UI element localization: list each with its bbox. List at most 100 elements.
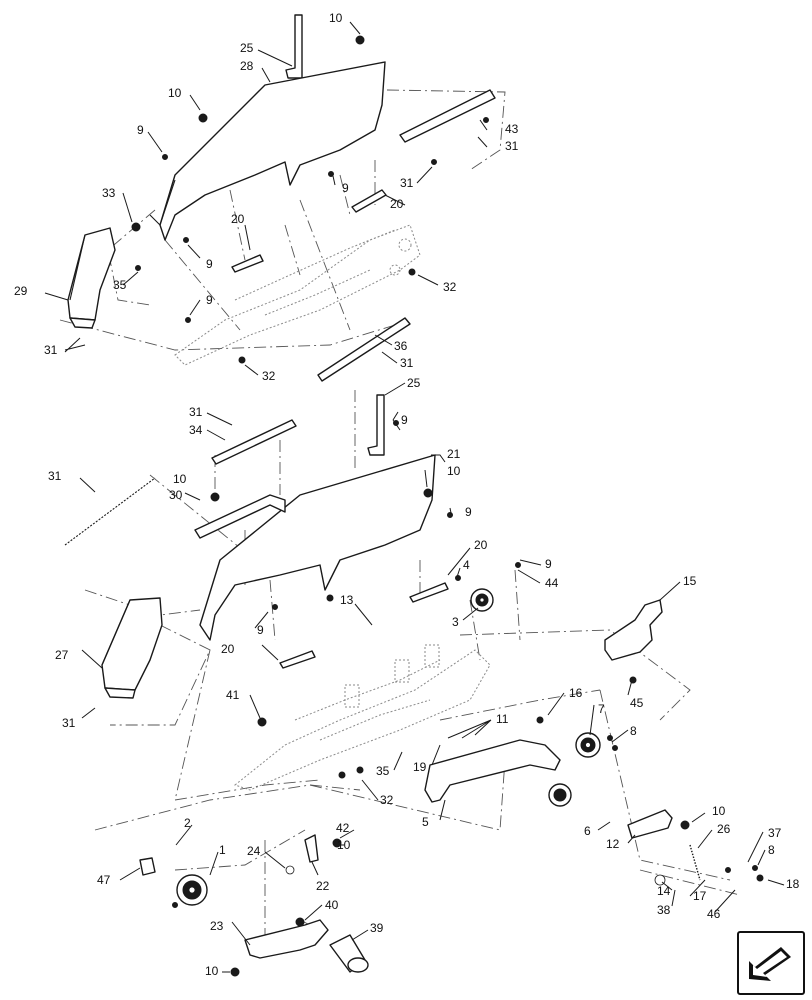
tension-spring [689, 844, 701, 881]
callout-label: 10 [712, 804, 726, 818]
callout-label: 21 [447, 447, 461, 461]
hex-nut [198, 113, 208, 123]
tensioner-bracket [604, 599, 663, 661]
callout-label: 23 [210, 919, 224, 933]
small-nut [162, 154, 168, 160]
hex-nut [355, 35, 365, 45]
callout-label: 46 [707, 907, 721, 921]
callout-label: 31 [48, 469, 62, 483]
small-nut [612, 745, 618, 751]
callout-label: 38 [657, 903, 671, 917]
callout-label: 40 [325, 898, 339, 912]
callout-label: 31 [400, 356, 414, 370]
callout-label: 14 [657, 884, 671, 898]
callout-label: 9 [545, 557, 552, 571]
callout-label: 35 [113, 278, 127, 292]
upper-assembly [67, 14, 496, 465]
bolt-head [629, 676, 637, 684]
callout-label: 10 [337, 838, 351, 852]
callout-label: 22 [316, 879, 330, 893]
callout-label: 9 [206, 257, 213, 271]
callout-label: 12 [606, 837, 620, 851]
bolt-head [756, 874, 764, 882]
callout-label: 19 [413, 760, 427, 774]
callout-label: 9 [342, 181, 349, 195]
small-nut [185, 317, 191, 323]
callout-label: 10 [329, 11, 343, 25]
upper-side-hood [67, 227, 116, 321]
callout-label: 32 [443, 280, 457, 294]
callout-label: 4 [463, 558, 470, 572]
hex-nut [332, 838, 342, 848]
small-nut [752, 865, 758, 871]
next-page-arrow-icon [749, 947, 791, 981]
drive-assembly [139, 732, 701, 973]
middle-assembly [64, 394, 663, 791]
callout-label: 16 [569, 686, 583, 700]
middle-angle-bracket [194, 494, 286, 539]
hex-nut [131, 222, 141, 232]
callout-label: 20 [221, 642, 235, 656]
callout-label: 43 [505, 122, 519, 136]
washer [285, 865, 295, 875]
callout-label: 20 [390, 197, 404, 211]
hex-nut [230, 967, 240, 977]
small-nut [272, 604, 278, 610]
callout-label: 2 [184, 816, 191, 830]
middle-top-strip [211, 419, 297, 465]
callout-label: 9 [137, 123, 144, 137]
hex-nut [210, 492, 220, 502]
callout-label: 9 [206, 293, 213, 307]
callout-label: 32 [380, 793, 394, 807]
callout-label: 31 [400, 176, 414, 190]
bolt-head [338, 771, 346, 779]
callout-label: 45 [630, 696, 644, 710]
callout-label: 31 [505, 139, 519, 153]
middle-belt-shield [199, 454, 436, 641]
bolt-head [238, 356, 246, 364]
middle-spacer-strip-a [409, 582, 449, 603]
callout-label: 41 [226, 688, 240, 702]
middle-frame-channel [233, 649, 491, 791]
small-nut [328, 171, 334, 177]
callout-label: 24 [247, 844, 261, 858]
small-nut [607, 735, 613, 741]
bolt-head [326, 594, 334, 602]
callout-label: 7 [598, 702, 605, 716]
callout-label: 15 [683, 574, 697, 588]
callout-label: 33 [102, 186, 116, 200]
pulley-hub [139, 857, 156, 876]
callout-label: 25 [240, 41, 254, 55]
callout-label: 27 [55, 648, 69, 662]
callout-label: 32 [262, 369, 276, 383]
callout-label: 26 [717, 822, 731, 836]
callout-label: 9 [465, 505, 472, 519]
callout-label: 42 [336, 821, 350, 835]
small-nut [515, 562, 521, 568]
callout-label: 35 [376, 764, 390, 778]
bolt-head [536, 716, 544, 724]
callout-label: 44 [545, 576, 559, 590]
callout-label: 29 [14, 284, 28, 298]
callout-label: 37 [768, 826, 782, 840]
drive-chain [64, 477, 156, 546]
motor-mount-bracket [244, 919, 329, 959]
small-nut [725, 867, 731, 873]
drive-belt [424, 739, 561, 803]
callout-label: 31 [44, 343, 58, 357]
callout-label: 9 [401, 413, 408, 427]
sensor-bracket [304, 834, 319, 863]
bolt-head [356, 766, 364, 774]
next-page-button[interactable] [737, 931, 805, 995]
tensioner-arm [627, 809, 673, 839]
callout-label: 25 [407, 376, 421, 390]
small-nut [183, 237, 189, 243]
callout-label: 8 [768, 843, 775, 857]
callout-label: 28 [240, 59, 254, 73]
small-nut [455, 575, 461, 581]
callout-labels: 10 25 28 10 9 43 31 33 9 31 20 20 9 35 3… [14, 11, 800, 978]
upper-belt-shield [159, 61, 386, 241]
callout-label: 6 [584, 824, 591, 838]
hex-nut [257, 717, 267, 727]
